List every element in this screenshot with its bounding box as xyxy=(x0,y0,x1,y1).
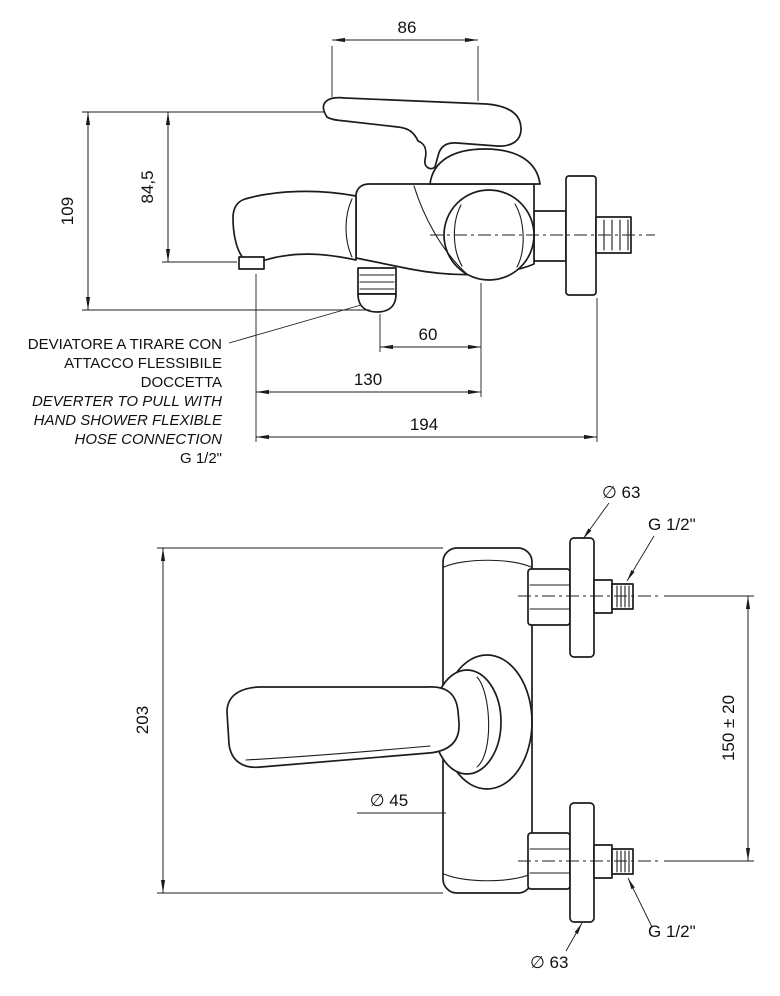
side-view: 86 109 84,5 60 130 xyxy=(28,18,655,467)
front-view-bottom-thread-lines xyxy=(616,850,630,873)
front-view-hub-detail xyxy=(476,676,490,768)
label-g12-bottom-leader xyxy=(627,877,653,928)
label-g12-top-text: G 1/2" xyxy=(648,515,696,534)
note-english-line-1: DEVERTER TO PULL WITH xyxy=(32,393,222,410)
label-dia45: ∅ 45 xyxy=(357,791,446,814)
dim-84-5-label: 84,5 xyxy=(138,170,157,203)
side-view-body-curve-right xyxy=(413,185,469,276)
dim-194-label: 194 xyxy=(410,415,438,434)
note-english-line-3: HOSE CONNECTION xyxy=(74,431,222,448)
front-view-lever-detail xyxy=(245,745,431,761)
label-g12-top: G 1/2" xyxy=(626,515,696,582)
dim-109-label: 109 xyxy=(58,197,77,225)
side-view-diverter-knob xyxy=(357,293,397,313)
front-view-top-nut-facets xyxy=(529,584,571,610)
note-italian-line-3: DOCCETTA xyxy=(141,374,222,391)
dim-84-5: 84,5 xyxy=(138,112,237,263)
note-thread-size: G 1/2" xyxy=(180,450,222,467)
dim-150: 150 ± 20 xyxy=(664,595,754,862)
side-view-spout-outlet xyxy=(238,256,265,270)
front-view-top-nut xyxy=(527,568,571,626)
dim-86: 86 xyxy=(331,18,479,101)
label-dia63-top: ∅ 63 xyxy=(582,483,640,540)
dim-203-label: 203 xyxy=(133,706,152,734)
front-view-bottom-flange xyxy=(569,802,595,923)
side-view-lever xyxy=(322,96,522,170)
dim-60: 60 xyxy=(379,283,482,397)
front-view-bottom-thread-base xyxy=(593,844,613,879)
label-dia45-text: ∅ 45 xyxy=(370,791,408,810)
note-italian-line-1: DEVIATORE A TIRARE CON xyxy=(28,336,222,353)
dim-150-label: 150 ± 20 xyxy=(719,695,738,761)
side-view-ball-detail-right xyxy=(514,203,524,268)
side-view-wall-connector xyxy=(533,210,567,262)
label-dia63-bottom: ∅ 63 xyxy=(530,922,583,972)
dim-60-label: 60 xyxy=(419,325,438,344)
label-g12-bottom: G 1/2" xyxy=(627,877,696,941)
side-view-ball-detail-left xyxy=(453,204,463,267)
front-view-bottom-thread xyxy=(611,848,634,875)
side-view-body-curve-left xyxy=(345,198,353,258)
front-view-lever xyxy=(226,686,460,769)
label-dia63-top-leader xyxy=(582,502,610,540)
side-view-diverter-thread-lines xyxy=(359,274,395,290)
label-dia63-top-text: ∅ 63 xyxy=(602,483,640,502)
side-view-spout xyxy=(232,190,357,264)
front-view-top-thread-lines xyxy=(616,585,630,608)
front-view-bottom-nut-facets xyxy=(529,848,571,874)
dim-203: 203 xyxy=(133,547,443,894)
side-view-diverter-thread xyxy=(357,267,397,295)
note-italian-line-2: ATTACCO FLESSIBILE xyxy=(64,355,222,372)
front-view-body-top-cap-line xyxy=(443,559,532,568)
front-view: ∅ 63 G 1/2" 150 ± 20 203 ∅ 45 xyxy=(133,483,754,972)
diverter-note-leader xyxy=(228,304,362,344)
diverter-note: DEVIATORE A TIRARE CON ATTACCO FLESSIBIL… xyxy=(28,304,362,467)
label-dia63-bottom-leader xyxy=(565,922,583,952)
label-g12-top-leader xyxy=(626,535,655,582)
front-view-top-thread xyxy=(611,583,634,610)
dim-109: 109 xyxy=(58,111,370,311)
dim-86-label: 86 xyxy=(398,18,417,37)
dim-130-label: 130 xyxy=(354,370,382,389)
label-dia63-bottom-text: ∅ 63 xyxy=(530,953,568,972)
front-view-body-bottom-cap-line xyxy=(443,873,532,882)
front-view-top-flange xyxy=(569,537,595,658)
dim-194: 194 xyxy=(256,298,598,442)
label-g12-bottom-text: G 1/2" xyxy=(648,922,696,941)
note-english-line-2: HAND SHOWER FLEXIBLE xyxy=(34,412,223,429)
front-view-top-thread-base xyxy=(593,579,613,614)
dim-130: 130 xyxy=(255,274,481,442)
side-view-cartridge-dome xyxy=(429,148,541,185)
side-view-wall-flange xyxy=(565,175,597,296)
